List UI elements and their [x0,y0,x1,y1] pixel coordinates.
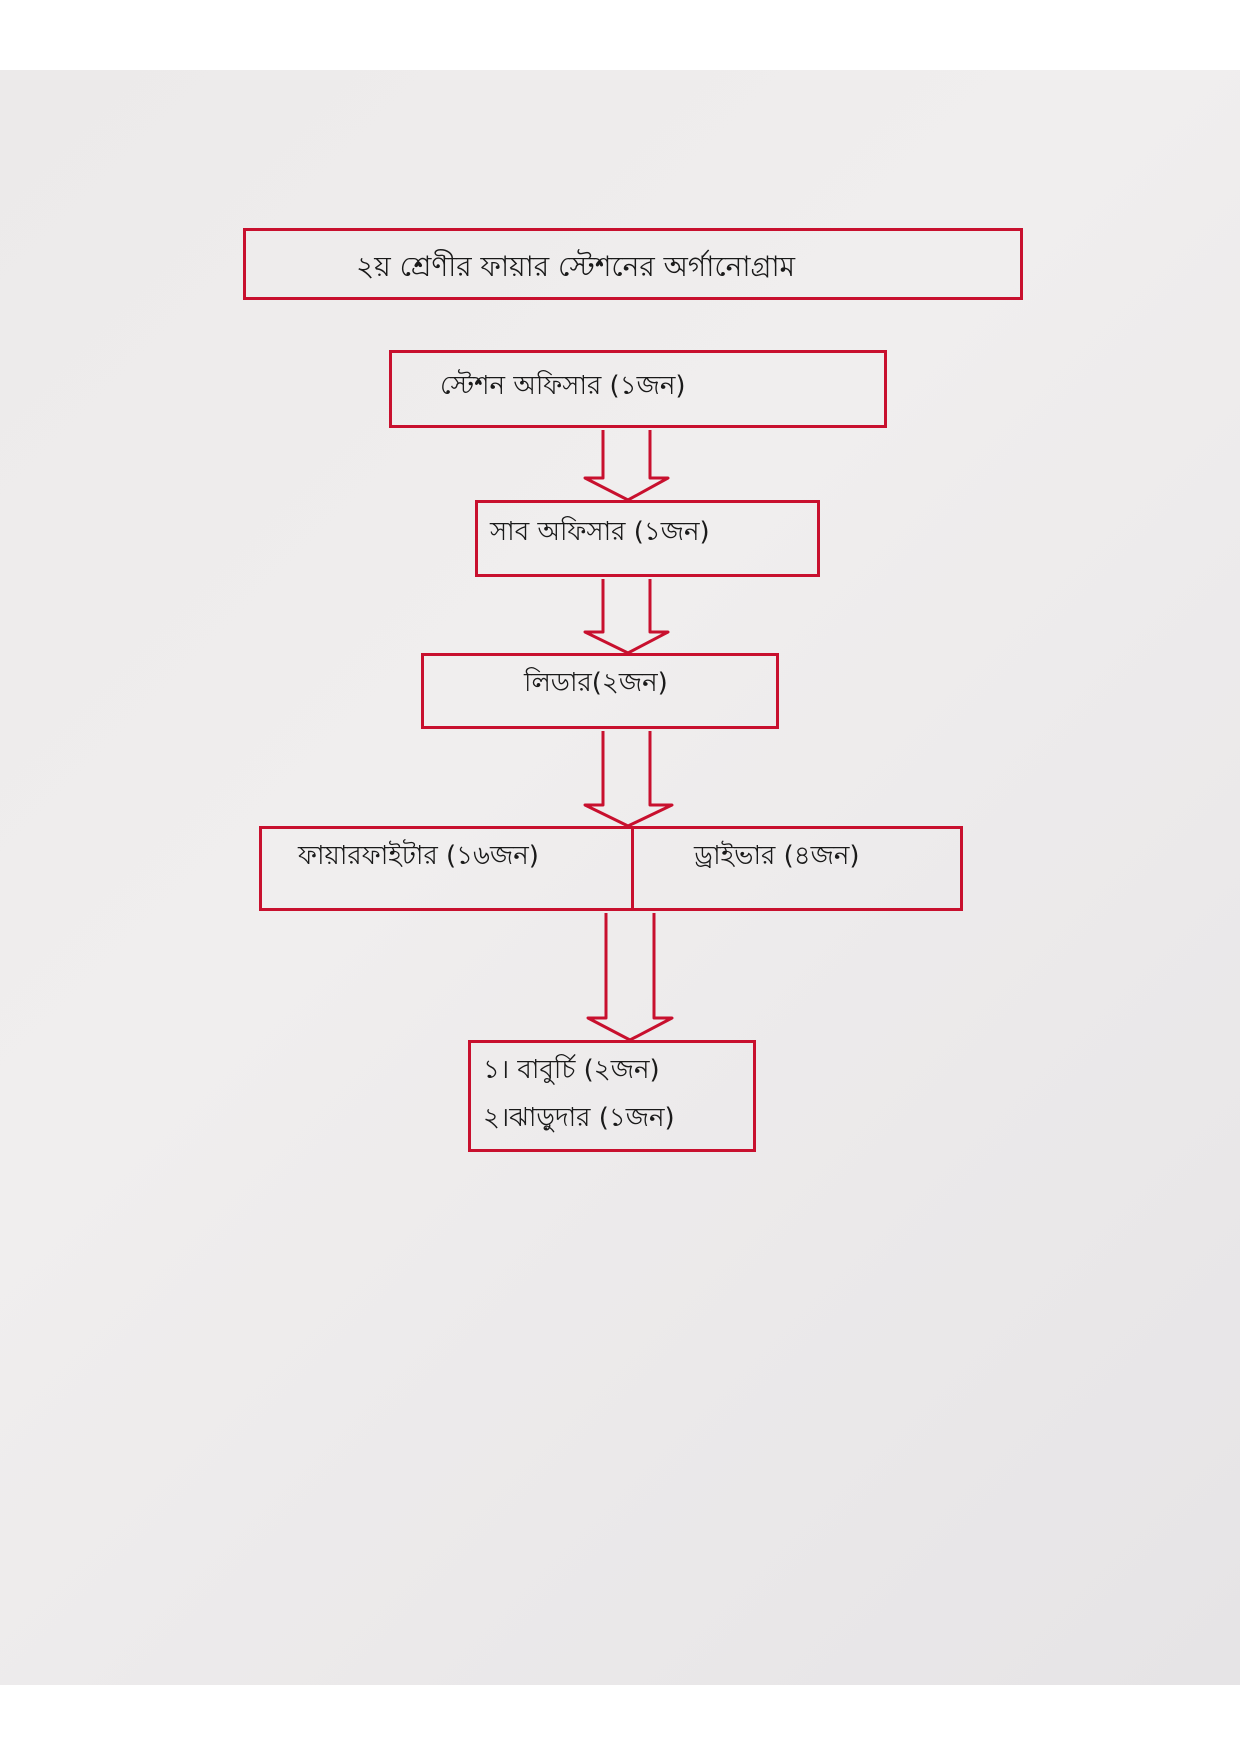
firefighter-driver-box: ফায়ারফাইটার (১৬জন) ড্রাইভার (৪জন) [259,826,963,911]
arrow-down-icon [586,913,674,1042]
sweeper-label: ২।ঝাড়ুদার (১জন) [483,1103,675,1133]
firefighter-label: ফায়ারফাইটার (১৬জন) [298,841,539,871]
sub-officer-box: সাব অফিসার (১জন) [475,500,820,577]
arrow-down-icon [583,579,670,655]
arrow-down-icon [583,731,674,828]
leader-label: লিডার(২জন) [524,668,668,698]
station-officer-label: স্টেশন অফিসার (১জন) [440,371,686,401]
arrow-down-icon [583,430,670,502]
driver-label: ড্রাইভার (৪জন) [694,841,860,871]
paper-sheet [0,70,1240,1685]
cook-label: ১। বাবুর্চি (২জন) [483,1055,660,1085]
leader-box: লিডার(২জন) [421,653,779,729]
station-officer-box: স্টেশন অফিসার (১জন) [389,350,887,428]
sub-officer-label: সাব অফিসার (১জন) [490,517,710,547]
box-divider [631,826,634,911]
organogram-title-box: ২য় শ্রেণীর ফায়ার স্টেশনের অর্গানোগ্রাম [243,228,1023,300]
organogram-title: ২য় শ্রেণীর ফায়ার স্টেশনের অর্গানোগ্রাম [356,250,796,283]
support-staff-box: ১। বাবুর্চি (২জন) ২।ঝাড়ুদার (১জন) [468,1040,756,1152]
